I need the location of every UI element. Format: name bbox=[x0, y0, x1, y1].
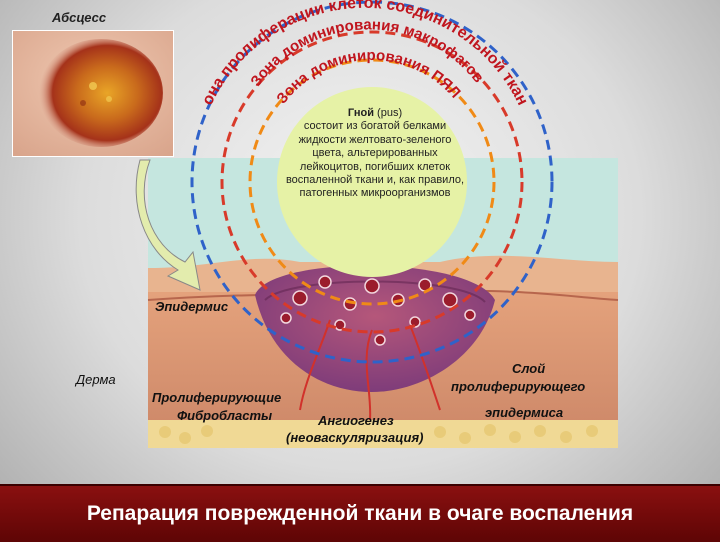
blood-vessels bbox=[299, 319, 441, 421]
outer-zone-ring bbox=[190, 0, 554, 364]
pus-circle bbox=[277, 87, 467, 277]
fibroblasts-label-line2: Фибробласты bbox=[177, 408, 273, 423]
pus-description: состоит из богатой белками жидкости желт… bbox=[285, 120, 465, 200]
footer-banner: Репарация поврежденной ткани в очаге вос… bbox=[0, 484, 720, 542]
angiogenesis-label-line2: (неоваскуляризация) bbox=[286, 430, 424, 445]
fibroblasts-label-line1: Пролиферирующие bbox=[152, 390, 282, 405]
pointer-arrow bbox=[135, 159, 201, 291]
epidermis-layer-label-line2: пролиферирующего bbox=[451, 379, 586, 394]
epidermis-layer-label-line1: Слой bbox=[512, 361, 546, 376]
epidermis-layer-label-line3: эпидермиса bbox=[485, 405, 564, 420]
derma-label: Дерма bbox=[76, 372, 116, 387]
abscess-photo bbox=[12, 30, 174, 157]
abscess-diagram: Зона пролиферации клеток соединительной … bbox=[0, 0, 619, 448]
middle-zone-ring bbox=[220, 30, 524, 334]
pus-title: Гной bbox=[347, 107, 374, 119]
footer-title: Репарация поврежденной ткани в очаге вос… bbox=[86, 502, 634, 525]
abscess-title: Абсцесс bbox=[52, 10, 107, 25]
inner-zone-ring bbox=[248, 58, 496, 306]
angiogenesis-label-line1: Ангиогенез bbox=[318, 413, 394, 428]
epidermis-label: Эпидермис bbox=[155, 299, 229, 314]
pus-latin: (pus) bbox=[377, 107, 403, 119]
fat-cells bbox=[159, 424, 598, 444]
pus-description-block: Гной (pus) состоит из богатой белками жи… bbox=[282, 107, 468, 201]
